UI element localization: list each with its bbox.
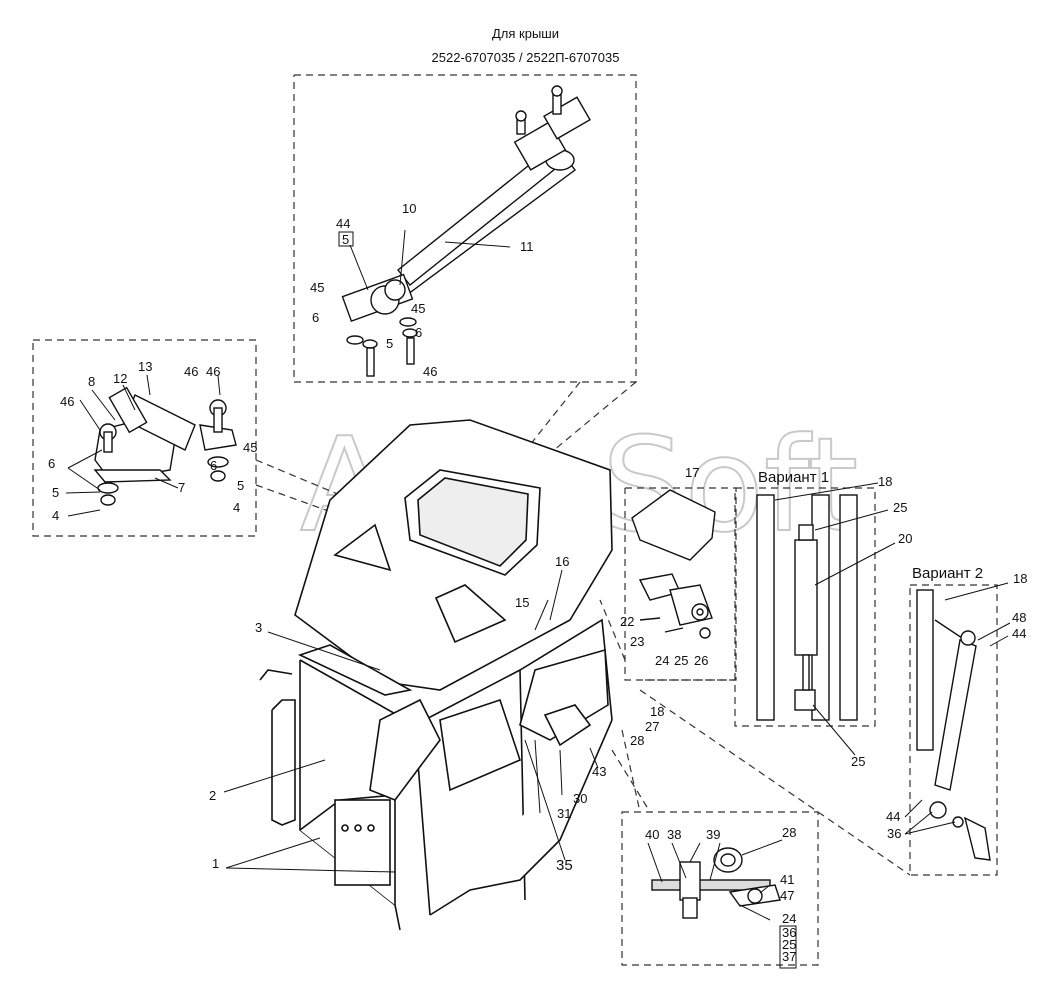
callout: 12 — [113, 371, 127, 386]
callout: 8 — [88, 374, 95, 389]
callout: 30 — [573, 791, 587, 806]
callout: 4 — [52, 508, 59, 523]
callout: 46 — [184, 364, 198, 379]
callout: 16 — [555, 554, 569, 569]
callout: 2 — [209, 788, 216, 803]
callout: 6 — [48, 456, 55, 471]
callout: 24 — [655, 653, 669, 668]
callout: 17 — [685, 465, 699, 480]
callout: 43 — [592, 764, 606, 779]
boxed-callout: 5 — [342, 232, 349, 247]
variant1-frame — [734, 487, 876, 727]
callout: 10 — [402, 201, 416, 216]
callout: 5 — [386, 336, 393, 351]
callout: 48 — [1012, 610, 1026, 625]
callout: 13 — [138, 359, 152, 374]
header-title: Для крыши — [492, 26, 559, 41]
callout: 46 — [206, 364, 220, 379]
callout: 44 — [336, 216, 350, 231]
callout: 45 — [411, 301, 425, 316]
callout: 5 — [237, 478, 244, 493]
callout: 20 — [898, 531, 912, 546]
stack-callout: 37 — [782, 949, 796, 964]
roof-detail-frame — [293, 74, 637, 383]
callout: 35 — [556, 857, 573, 874]
callout: 23 — [630, 634, 644, 649]
callout: 31 — [557, 806, 571, 821]
callout: 46 — [60, 394, 74, 409]
callout: 38 — [667, 827, 681, 842]
callout: 44 — [1012, 626, 1026, 641]
stack-callout: 24 — [782, 911, 796, 926]
variant2-label: Вариант 2 — [912, 565, 983, 582]
callout: 25 — [893, 500, 907, 515]
left-detail-frame — [32, 339, 257, 537]
callout: 6 — [312, 310, 319, 325]
callout: 18 — [878, 474, 892, 489]
callout: 27 — [645, 719, 659, 734]
callout: 26 — [694, 653, 708, 668]
callout: 46 — [423, 364, 437, 379]
callout: 11 — [520, 239, 534, 254]
callout: 3 — [255, 620, 262, 635]
callout: 1 — [212, 856, 219, 871]
stack-callout: 36 — [782, 925, 796, 940]
callout: 36 — [887, 826, 901, 841]
callout: 41 — [780, 872, 794, 887]
callout: 28 — [630, 733, 644, 748]
callout: 6 — [210, 458, 217, 473]
callout: 40 — [645, 827, 659, 842]
callout: 5 — [52, 485, 59, 500]
section-detail-frame — [621, 811, 819, 966]
variant2-frame — [909, 584, 998, 876]
callout: 18 — [650, 704, 664, 719]
callout: 22 — [620, 614, 634, 629]
callout: 6 — [415, 325, 422, 340]
callout: 7 — [178, 480, 185, 495]
stack-callout: 25 — [782, 937, 796, 952]
callout: 44 — [886, 809, 900, 824]
variant1-label: Вариант 1 — [758, 469, 829, 486]
callout: 25 — [851, 754, 865, 769]
callout: 45 — [243, 440, 257, 455]
callout: 45 — [310, 280, 324, 295]
callout: 47 — [780, 888, 794, 903]
callout: 4 — [233, 500, 240, 515]
header-part-numbers: 2522-6707035 / 2522П-6707035 — [431, 50, 620, 65]
callout: 25 — [674, 653, 688, 668]
callout: 39 — [706, 827, 720, 842]
callout: 28 — [782, 825, 796, 840]
callout: 15 — [515, 595, 529, 610]
callout: 18 — [1013, 571, 1027, 586]
